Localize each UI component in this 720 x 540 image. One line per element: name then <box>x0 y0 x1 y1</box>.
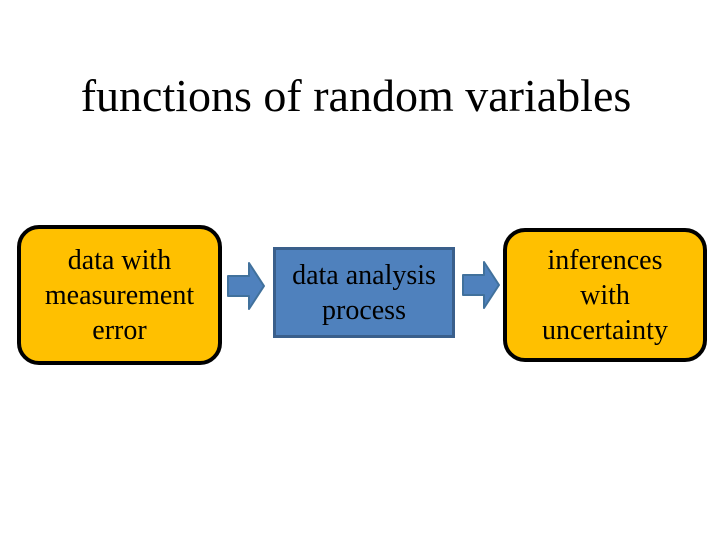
node-label-line: uncertainty <box>542 314 668 346</box>
right-arrow-icon <box>462 261 500 309</box>
slide-title: functions of random variables <box>80 70 632 121</box>
node-label: data analysis process <box>292 258 436 328</box>
node-label: inferences with uncertainty <box>542 243 668 348</box>
flow-node-inferences-with-uncertainty: inferences with uncertainty <box>503 228 707 362</box>
node-label-line: inferences <box>547 244 663 276</box>
flow-node-data-analysis-process: data analysis process <box>273 247 455 338</box>
node-label: data with measurement error <box>45 243 194 348</box>
node-label-line: process <box>322 294 406 326</box>
node-label-line: with <box>580 279 630 311</box>
node-label-line: data analysis <box>292 259 436 291</box>
node-label-line: measurement <box>44 279 195 311</box>
node-label-line: data with <box>67 244 172 276</box>
right-arrow-icon <box>227 262 265 310</box>
node-label-line: error <box>92 314 147 346</box>
flow-node-data-with-measurement-error: data with measurement error <box>17 225 222 365</box>
